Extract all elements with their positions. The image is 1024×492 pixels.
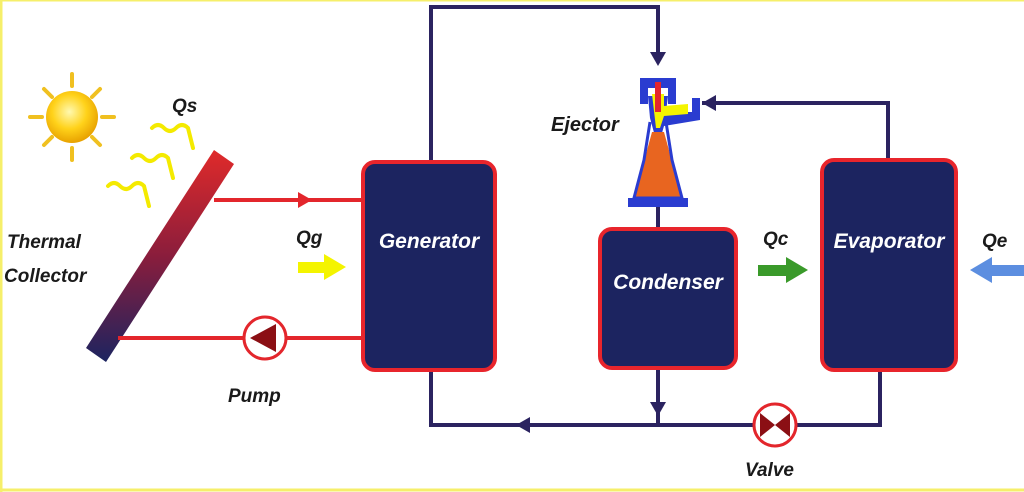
collector-label: Collector bbox=[4, 266, 87, 287]
pipe-arrow-left-ejector bbox=[702, 95, 716, 111]
qc-arrow bbox=[758, 257, 808, 283]
condenser-box bbox=[598, 227, 738, 370]
qg-label: Qg bbox=[296, 228, 323, 249]
evaporator-box bbox=[820, 158, 958, 372]
pump-icon bbox=[242, 315, 288, 361]
ejector-icon bbox=[628, 78, 700, 207]
pipe-arrow-down-condenser bbox=[650, 402, 666, 416]
pipe-arrow-down-ejector bbox=[650, 52, 666, 66]
qc-label: Qc bbox=[763, 229, 789, 250]
generator-box bbox=[361, 160, 497, 372]
sun-icon bbox=[28, 72, 116, 162]
evaporator-label: Evaporator bbox=[833, 230, 945, 253]
heat-waves-icon bbox=[106, 123, 195, 208]
qe-label: Qe bbox=[982, 231, 1008, 252]
hot-pipe-arrow bbox=[298, 192, 312, 208]
valve-icon bbox=[752, 402, 798, 448]
pipe-arrow-left-return bbox=[516, 417, 530, 433]
qg-arrow bbox=[298, 254, 346, 280]
generator-label: Generator bbox=[378, 230, 480, 253]
ejector-label: Ejector bbox=[551, 114, 619, 136]
pump-label: Pump bbox=[228, 386, 281, 407]
qe-arrow bbox=[970, 257, 1024, 283]
thermal-label: Thermal bbox=[7, 232, 81, 253]
qs-label: Qs bbox=[172, 96, 198, 117]
condenser-label: Condenser bbox=[613, 271, 723, 294]
thermal-collector-panel bbox=[86, 150, 234, 362]
valve-label: Valve bbox=[745, 460, 794, 481]
